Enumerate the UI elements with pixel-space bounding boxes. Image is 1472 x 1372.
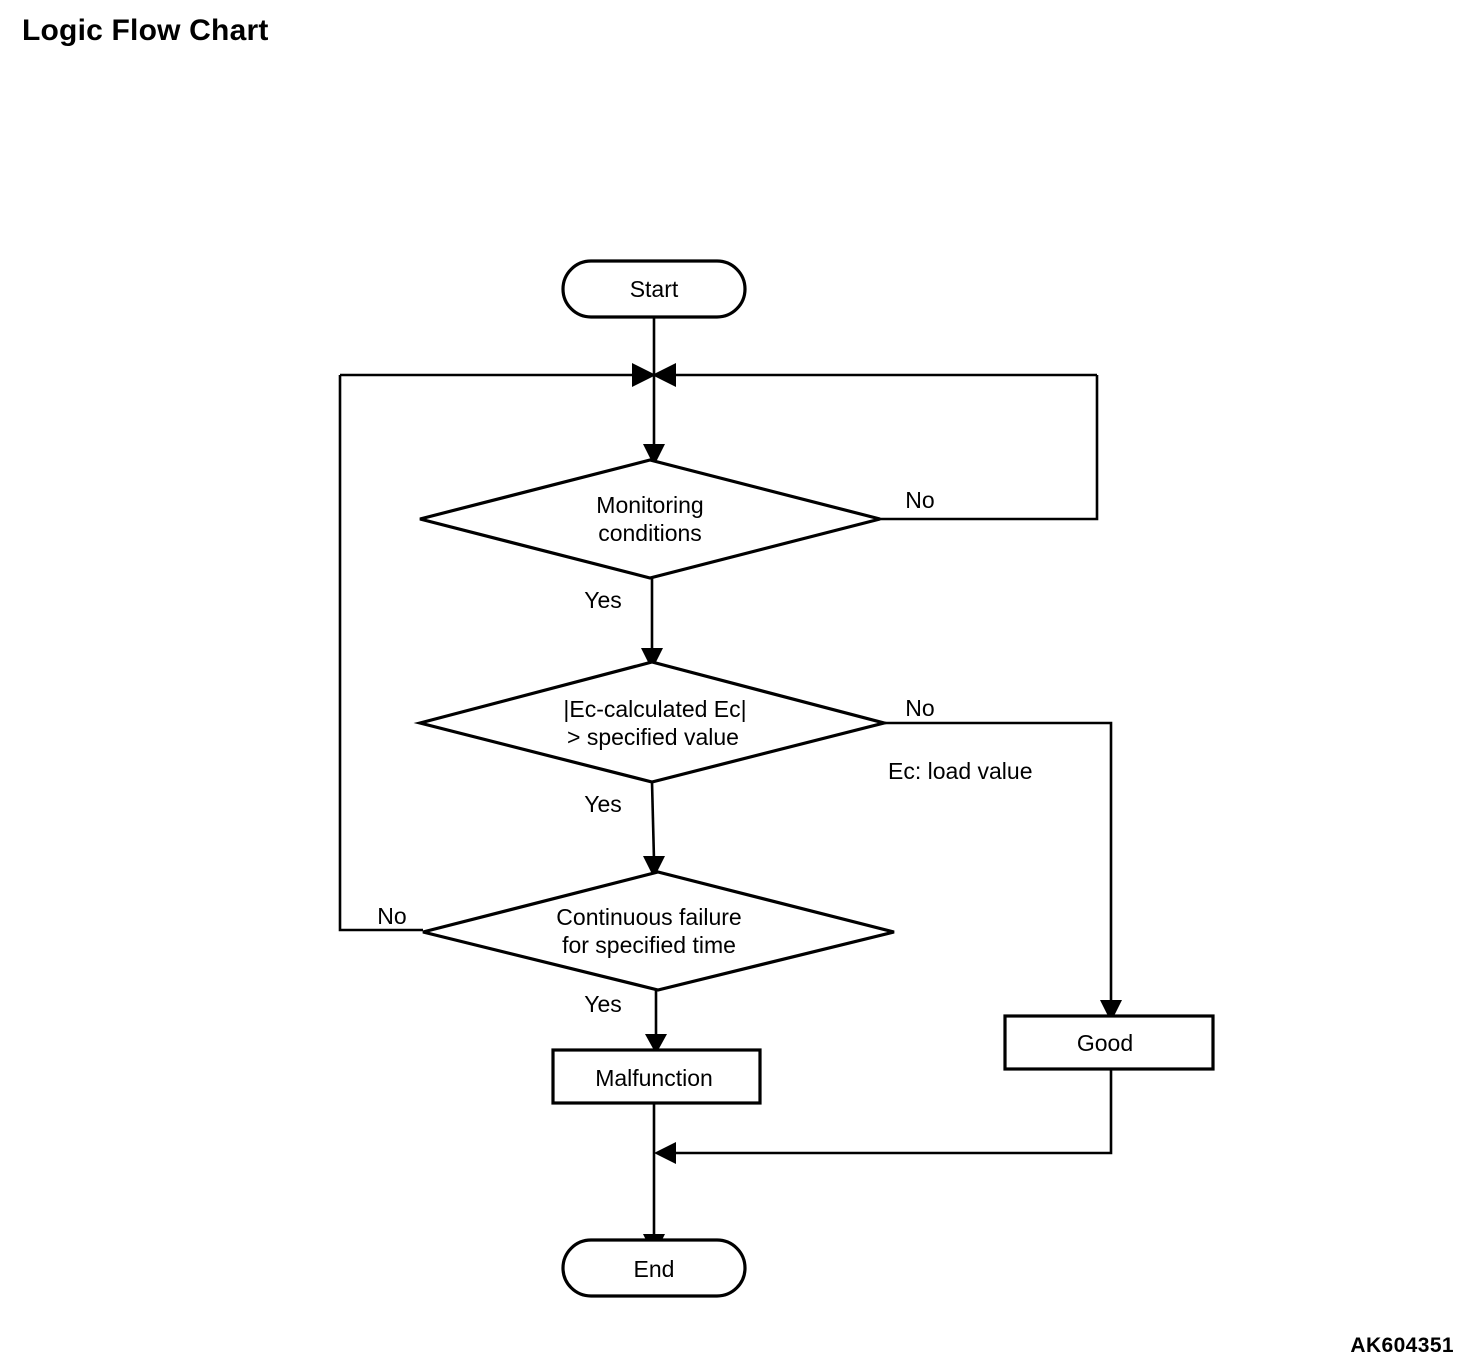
ec-label-line1: |Ec-calculated Ec| [563, 696, 746, 722]
connector-monitoring-no-loopback [880, 375, 1099, 521]
monitoring-label-line1: Monitoring [596, 492, 703, 518]
arrowhead-into-monitoring [643, 444, 665, 466]
node-continuous-failure[interactable]: Continuous failure for specified time [422, 870, 895, 992]
arrowhead-into-ec [641, 648, 663, 670]
continuous-shape [422, 870, 895, 992]
node-end[interactable]: End [561, 1238, 747, 1298]
monitoring-shape [419, 458, 881, 580]
end-shape [561, 1238, 747, 1298]
start-shape [561, 259, 747, 319]
page-title: Logic Flow Chart [22, 14, 269, 47]
continuous-label-line1: Continuous failure [556, 904, 741, 930]
connector-ec-yes [650, 781, 656, 861]
edge-label-ec-no: No [905, 695, 934, 721]
edge-label-continuous-yes: Yes [584, 991, 622, 1017]
edge-label-monitoring-no: No [905, 487, 934, 513]
arrowhead-into-continuous [643, 856, 665, 878]
connector-continuous-no-loopback [338, 375, 423, 932]
ec-label-line2: > specified value [567, 724, 739, 750]
ec-shape [413, 660, 891, 784]
start-label: Start [630, 276, 679, 302]
connector-ec-no-to-good [884, 721, 1113, 1006]
node-ec-threshold[interactable]: |Ec-calculated Ec| > specified value [413, 660, 891, 784]
edge-label-monitoring-yes: Yes [584, 587, 622, 613]
reference-code: AK604351 [1350, 1334, 1454, 1357]
annotation-ec-load-value: Ec: load value [888, 758, 1032, 784]
arrowhead-left-loop-merge [632, 363, 656, 387]
arrowhead-right-loop-merge [652, 363, 676, 387]
node-good[interactable]: Good [1003, 1014, 1215, 1071]
continuous-label-line2: for specified time [562, 932, 736, 958]
good-label: Good [1077, 1030, 1133, 1056]
malfunction-label: Malfunction [595, 1065, 713, 1091]
arrowhead-into-malfunction [645, 1034, 667, 1054]
edge-label-continuous-no: No [377, 903, 406, 929]
node-malfunction[interactable]: Malfunction [551, 1048, 762, 1105]
node-start[interactable]: Start [561, 259, 747, 319]
end-label: End [634, 1256, 675, 1282]
arrowhead-into-good [1100, 1000, 1122, 1022]
monitoring-label-line2: conditions [598, 520, 702, 546]
malfunction-shape [551, 1048, 762, 1105]
edge-label-ec-yes: Yes [584, 791, 622, 817]
connector-good-to-end-trunk [664, 1068, 1113, 1155]
good-shape [1003, 1014, 1215, 1071]
node-monitoring-conditions[interactable]: Monitoring conditions [419, 458, 881, 580]
arrowhead-good-join [654, 1142, 676, 1164]
